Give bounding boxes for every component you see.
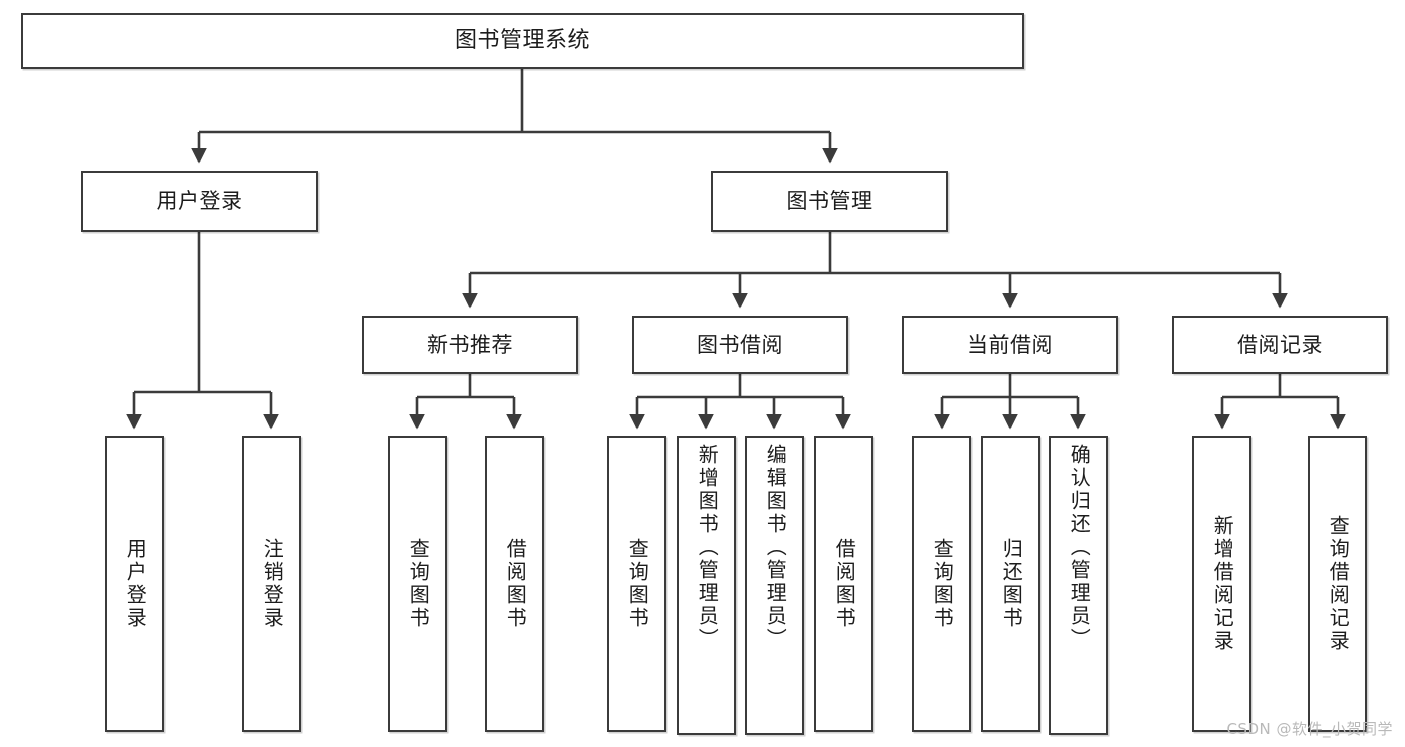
leaf-query-book-recommendation[interactable]: 查询图书 [388,436,447,732]
node-label: 图书管理系统 [454,28,590,54]
node-label: 注销登录 [260,538,285,630]
leaf-user-login[interactable]: 用户登录 [105,436,164,732]
node-label: 归还图书 [999,538,1024,630]
node-book-borrowing[interactable]: 图书借阅 [632,316,848,374]
node-root-system[interactable]: 图书管理系统 [21,13,1024,69]
node-label: 当前借阅 [967,332,1053,357]
leaf-edit-book-admin[interactable]: 编辑图书（管理员） [745,436,804,735]
node-borrow-records[interactable]: 借阅记录 [1172,316,1388,374]
node-label: 查询图书 [406,538,431,630]
node-label: 查询图书 [930,538,955,630]
node-label: 借阅记录 [1237,332,1323,357]
leaf-query-borrow-record[interactable]: 查询借阅记录 [1308,436,1367,732]
leaf-query-book-borrowing[interactable]: 查询图书 [607,436,666,732]
node-label: 图书管理 [786,189,873,214]
node-label: 用户登录 [123,538,148,630]
node-book-management[interactable]: 图书管理 [711,171,948,232]
node-label: 查询借阅记录 [1326,515,1351,653]
node-label: 新增图书（管理员） [695,444,720,651]
node-label: 借阅图书 [832,538,857,630]
node-label: 查询图书 [625,538,650,630]
node-label: 用户登录 [156,189,243,214]
leaf-return-book[interactable]: 归还图书 [981,436,1040,732]
leaf-add-borrow-record[interactable]: 新增借阅记录 [1192,436,1251,732]
leaf-borrow-book-recommendation[interactable]: 借阅图书 [485,436,544,732]
leaf-logout[interactable]: 注销登录 [242,436,301,732]
node-label: 编辑图书（管理员） [763,444,788,651]
leaf-borrow-book-borrowing[interactable]: 借阅图书 [814,436,873,732]
node-label: 新增借阅记录 [1210,515,1235,653]
node-label: 新书推荐 [427,332,513,357]
leaf-add-book-admin[interactable]: 新增图书（管理员） [677,436,736,735]
leaf-query-book-current[interactable]: 查询图书 [912,436,971,732]
node-label: 图书借阅 [697,332,783,357]
node-current-borrowing[interactable]: 当前借阅 [902,316,1118,374]
node-user-login[interactable]: 用户登录 [81,171,318,232]
node-new-book-recommendation[interactable]: 新书推荐 [362,316,578,374]
leaf-confirm-return-admin[interactable]: 确认归还（管理员） [1049,436,1108,735]
watermark-text: CSDN @软件_小贺同学 [1226,720,1393,738]
node-label: 借阅图书 [503,538,528,630]
node-label: 确认归还（管理员） [1067,444,1092,651]
